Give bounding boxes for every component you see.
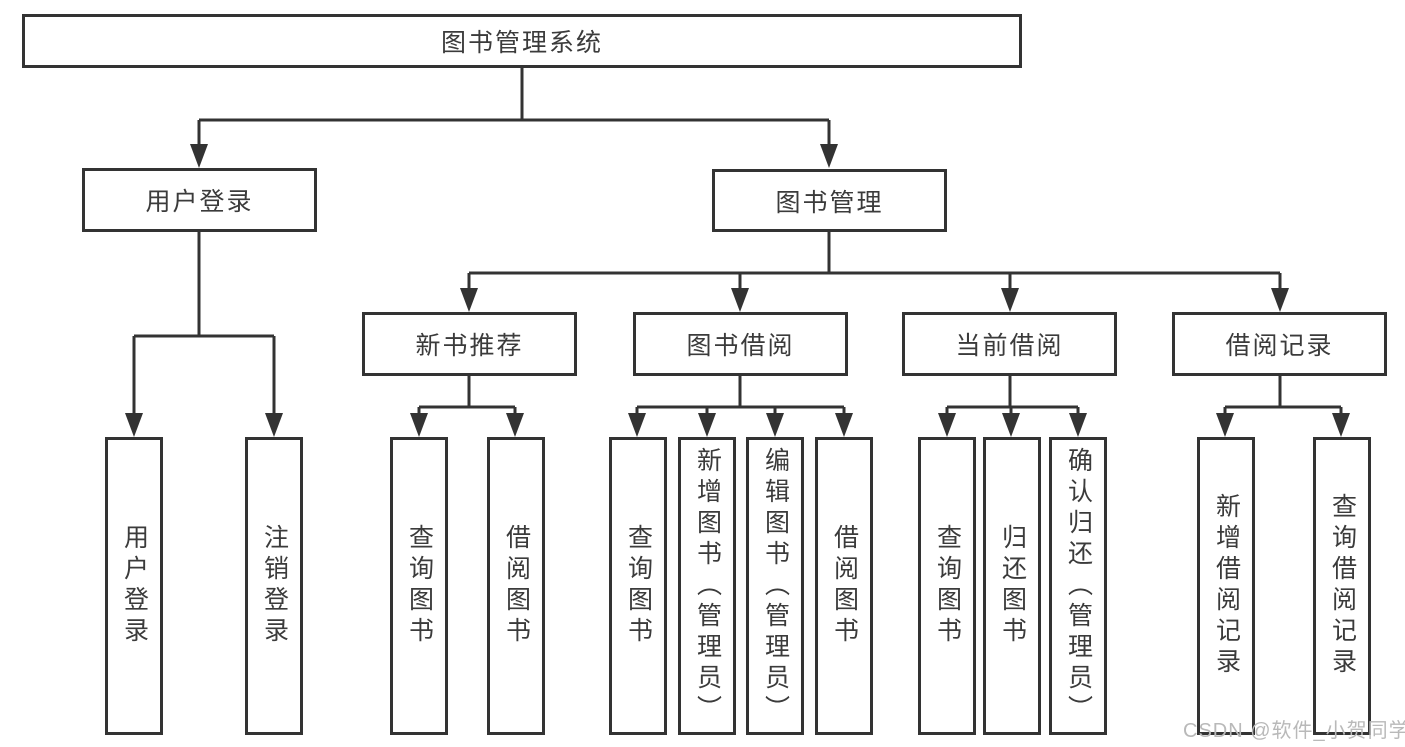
leaf-query-books-recommend: 查询图书 <box>390 437 448 735</box>
node-new-book-recommendation: 新书推荐 <box>362 312 577 376</box>
leaf-add-books-admin: 新增图书（管理员） <box>678 437 736 735</box>
node-library-management-system: 图书管理系统 <box>22 14 1022 68</box>
leaf-borrow-books-recommend: 借阅图书 <box>487 437 545 735</box>
leaf-label: 注销登录 <box>260 524 289 648</box>
leaf-label: 查询图书 <box>933 524 962 648</box>
leaf-label: 新增借阅记录 <box>1212 493 1241 679</box>
leaf-confirm-return-admin: 确认归还（管理员） <box>1049 437 1107 735</box>
leaf-label: 用户登录 <box>120 524 149 648</box>
leaf-return-books: 归还图书 <box>983 437 1041 735</box>
leaf-query-books-borrow: 查询图书 <box>609 437 667 735</box>
leaf-label: 查询图书 <box>405 524 434 648</box>
leaf-query-books-current: 查询图书 <box>918 437 976 735</box>
leaf-label: 归还图书 <box>998 524 1027 648</box>
node-current-borrowing: 当前借阅 <box>902 312 1117 376</box>
node-user-login-branch: 用户登录 <box>82 168 317 232</box>
leaf-query-borrow-record: 查询借阅记录 <box>1313 437 1371 735</box>
leaf-label: 新增图书（管理员） <box>693 446 722 726</box>
leaf-label: 查询图书 <box>624 524 653 648</box>
leaf-label: 确认归还（管理员） <box>1064 446 1093 726</box>
leaf-logout: 注销登录 <box>245 437 303 735</box>
leaf-add-borrow-record: 新增借阅记录 <box>1197 437 1255 735</box>
csdn-watermark: CSDN @软件_小贺同学 <box>1183 720 1405 742</box>
leaf-label: 借阅图书 <box>830 524 859 648</box>
leaf-edit-books-admin: 编辑图书（管理员） <box>746 437 804 735</box>
leaf-label: 查询借阅记录 <box>1328 493 1357 679</box>
leaf-borrow-books: 借阅图书 <box>815 437 873 735</box>
node-book-borrowing: 图书借阅 <box>633 312 848 376</box>
leaf-label: 编辑图书（管理员） <box>761 446 790 726</box>
node-borrowing-records: 借阅记录 <box>1172 312 1387 376</box>
leaf-user-login: 用户登录 <box>105 437 163 735</box>
leaf-label: 借阅图书 <box>502 524 531 648</box>
node-book-management-branch: 图书管理 <box>712 169 947 232</box>
